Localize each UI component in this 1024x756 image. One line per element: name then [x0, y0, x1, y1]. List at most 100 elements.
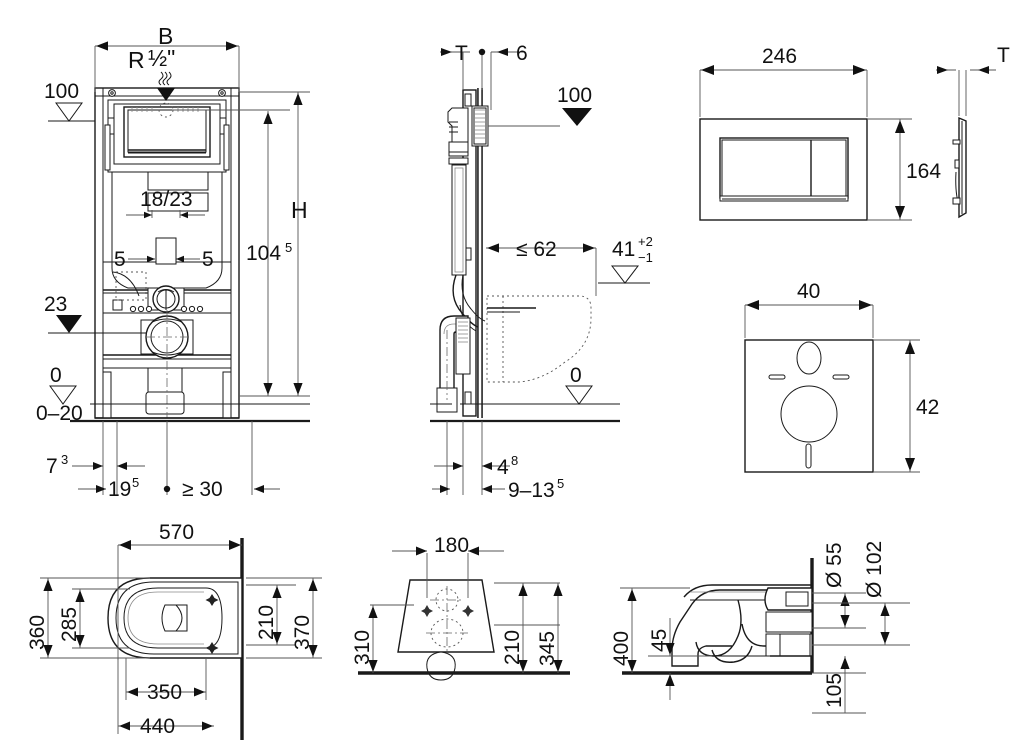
flush-plate-profile — [952, 70, 967, 219]
view-frame-side: T 6 100 ≤ 62 41 +2 −1 — [430, 42, 653, 502]
water-supply-marker — [157, 88, 175, 101]
label-water-connection: R — [128, 47, 145, 73]
wc-front-outlet — [426, 651, 456, 681]
label-wc-side-400: 400 — [610, 631, 633, 666]
dim-height-h: H — [239, 91, 310, 397]
label-offset-right: 5 — [202, 248, 214, 271]
label-level-100-side: 100 — [557, 84, 592, 107]
label-mat-height-42: 42 — [916, 396, 939, 419]
label-depth-195: 19 — [108, 478, 131, 501]
label-level-0-20: 0–20 — [36, 402, 83, 425]
label-wc-side-45: 45 — [648, 629, 671, 652]
label-depth-195-sup: 5 — [132, 475, 139, 490]
label-depth-t: T — [455, 42, 468, 65]
dim-height-1045: 104 5 — [246, 111, 292, 396]
level-triangle-0 — [49, 385, 77, 405]
label-water-connection-size: ½" — [148, 45, 175, 71]
dim-wc-bolt-210: 210 — [246, 584, 296, 646]
dim-projection-62: ≤ 62 — [486, 238, 597, 296]
label-plate-thickness-t: T — [997, 44, 1010, 67]
label-wc-440: 440 — [140, 715, 175, 738]
view-wc-plan: 570 360 285 210 — [26, 521, 322, 740]
flush-valve-column — [451, 164, 467, 276]
dim-wc-side-dia102: Ø 102 — [812, 541, 910, 646]
label-wc-bolt-350: 350 — [147, 681, 182, 704]
label-clearance-min30: ≥ 30 — [182, 478, 223, 501]
label-wc-width-370: 370 — [291, 615, 314, 650]
dim-level-0-side: 0 — [565, 364, 593, 405]
mat-slot-right — [832, 374, 850, 380]
label-dim-9-135: 9–13 — [508, 479, 555, 502]
dim-mat-height-42: 42 — [873, 339, 939, 473]
fixing-marks — [205, 594, 219, 654]
label-width-b: B — [158, 23, 173, 49]
label-dim-48: 4 — [497, 456, 509, 479]
label-wc-width-360: 360 — [26, 615, 49, 650]
mat-slot-bottom — [805, 443, 812, 469]
view-flush-plate: 246 164 T — [699, 44, 1010, 221]
dim-level-100-side: 100 — [557, 84, 592, 126]
label-height-1045: 104 — [246, 242, 281, 265]
label-bolt-spacing: 18/23 — [140, 188, 193, 211]
label-wc-length-570: 570 — [159, 521, 194, 544]
wc-front-fixings — [421, 586, 474, 652]
dim-width-b: B — [94, 23, 240, 92]
dim-bottom-side: 4 8 9–13 5 — [432, 421, 564, 502]
label-wc-front-210: 210 — [501, 630, 524, 665]
wc-flush-opening — [161, 604, 188, 632]
label-level-0-side: 0 — [570, 364, 582, 387]
dim-plate-height-164: 164 — [867, 118, 941, 221]
label-wc-side-dia102: Ø 102 — [863, 541, 886, 598]
dim-wc-side-400: 400 — [610, 587, 690, 673]
level-triangle-23 — [56, 315, 82, 333]
dim-wc-front-180: 180 — [392, 534, 504, 598]
mat-top-hole — [796, 341, 822, 375]
label-wc-side-dia55: Ø 55 — [823, 542, 846, 588]
dim-depths-bottom: 7 3 19 5 ≥ 30 — [46, 421, 280, 501]
dim-wc-length-570: 570 — [117, 521, 242, 660]
mat-slot-left — [768, 374, 786, 380]
dim-wc-side-105: 105 — [812, 656, 866, 714]
dim-wc-width-360: 360 — [26, 577, 150, 659]
label-offset-left: 5 — [114, 248, 126, 271]
view-wc-front: 180 310 210 345 — [351, 534, 570, 681]
label-level-41-tol-plus: +2 — [638, 234, 653, 249]
flush-pipe-connector — [147, 285, 185, 313]
dim-plate-width-246: 246 — [699, 45, 868, 117]
label-plate-height-164: 164 — [906, 160, 941, 183]
dim-level-100: 100 — [44, 80, 95, 122]
dim-level-41: 41 +2 −1 — [598, 234, 653, 284]
dim-mat-width-40: 40 — [744, 280, 874, 338]
dim-6: 6 — [490, 42, 528, 110]
label-wc-front-310: 310 — [351, 630, 374, 665]
level-triangle-100-side — [562, 108, 592, 126]
label-level-0: 0 — [50, 364, 62, 387]
dim-plate-thickness-t: T — [936, 44, 1010, 74]
label-wc-bolt-210: 210 — [255, 605, 278, 640]
label-wc-width-285: 285 — [58, 607, 81, 642]
dim-depth-t: T — [440, 42, 486, 90]
label-dim-48-sup: 8 — [511, 453, 518, 468]
label-wc-front-345: 345 — [536, 631, 559, 666]
dim-wc-side-dia55: Ø 55 — [812, 542, 866, 629]
wc-front-outline — [397, 579, 495, 653]
level-triangle-41 — [610, 265, 640, 284]
label-wc-front-180: 180 — [434, 534, 469, 557]
view-frame-front: 18/23 5 5 — [36, 23, 310, 501]
label-plate-width-246: 246 — [762, 45, 797, 68]
level-triangle-0-side — [565, 385, 593, 405]
view-insulation-mat: 40 42 — [744, 280, 939, 473]
label-level-41: 41 — [612, 238, 635, 261]
fill-valve — [447, 107, 469, 143]
dim-wc-front-210: 210 — [494, 582, 560, 673]
label-projection-max62: ≤ 62 — [516, 238, 557, 261]
water-connection-callout: R ½" — [128, 45, 290, 118]
dim-wc-width-370: 370 — [246, 577, 322, 659]
label-mat-width-40: 40 — [797, 280, 820, 303]
label-dim-9-135-sup: 5 — [557, 476, 564, 491]
level-triangle-100 — [55, 102, 83, 122]
dim-wc-front-310: 310 — [351, 604, 414, 673]
label-level-100: 100 — [44, 80, 79, 103]
dim-wc-440: 440 — [117, 658, 214, 738]
